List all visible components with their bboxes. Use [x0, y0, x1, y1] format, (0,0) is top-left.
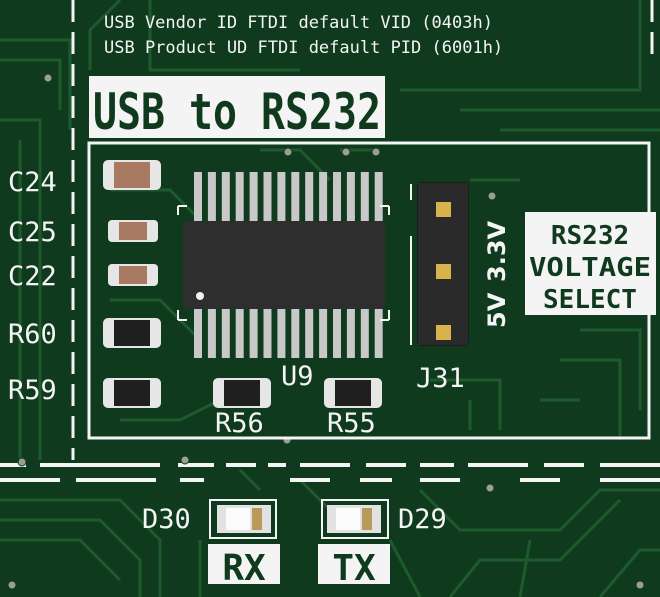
- ic-pin1-marker: [196, 292, 204, 300]
- rx-label-background: [208, 544, 280, 584]
- ic-pin: [374, 309, 383, 358]
- j31-pin-1: [436, 202, 451, 217]
- ic-pin: [291, 172, 300, 221]
- jumper-label-5v: 5V: [483, 292, 511, 328]
- j31-pin-2: [436, 264, 451, 279]
- ic-pin: [249, 172, 258, 221]
- voltage-select-background: [525, 212, 656, 315]
- ic-pin: [263, 309, 272, 358]
- product-id-note: USB Product UD FTDI default PID (6001h): [104, 38, 503, 58]
- voltage-select-line3: SELECT: [543, 285, 637, 315]
- jumper-label-3v3: 3.3V: [483, 220, 511, 282]
- ic-pin: [235, 172, 244, 221]
- ic-pin: [221, 309, 230, 358]
- ic-pin: [291, 309, 300, 358]
- ref-d30: D30: [142, 504, 191, 535]
- capacitor-c22: [108, 264, 158, 286]
- ic-pin: [194, 309, 202, 358]
- ic-pin: [207, 309, 216, 358]
- ic-pin: [319, 309, 328, 358]
- resistor-r60: [103, 318, 161, 348]
- ic-pin: [277, 172, 286, 221]
- capacitor-c25: [108, 220, 158, 242]
- rx-label: RX: [222, 548, 266, 589]
- ic-pin: [221, 172, 230, 221]
- resistor-r55: [324, 378, 382, 408]
- resistor-r59: [103, 378, 161, 408]
- ic-pin: [333, 172, 341, 221]
- ic-u9-body: [183, 221, 385, 309]
- ic-pin: [263, 172, 272, 221]
- ic-pin: [360, 172, 369, 221]
- vias: [7, 73, 645, 590]
- capacitor-c24: [103, 160, 161, 190]
- ic-pin: [194, 172, 202, 221]
- header-j31: [410, 182, 469, 346]
- led-d29: [321, 499, 389, 539]
- resistor-r56: [213, 378, 271, 408]
- voltage-select-line2: VOLTAGE: [529, 253, 651, 283]
- ref-c22: C22: [8, 261, 57, 292]
- led-d30: [209, 499, 277, 539]
- ic-pin: [235, 309, 244, 358]
- voltage-select-line1: RS232: [551, 221, 629, 251]
- ref-u9: U9: [281, 361, 314, 392]
- j31-pin-3: [436, 325, 451, 340]
- vendor-id-note: USB Vendor ID FTDI default VID (0403h): [104, 13, 493, 33]
- ref-r60: R60: [8, 319, 57, 350]
- ref-c24: C24: [8, 167, 57, 198]
- board-edge-line-horizontal: [0, 463, 660, 482]
- ic-pin: [333, 309, 341, 358]
- ic-pin: [346, 172, 355, 221]
- ic-pin: [249, 309, 258, 358]
- ref-d29: D29: [398, 504, 447, 535]
- tx-label-background: [318, 544, 390, 584]
- ref-r59: R59: [8, 375, 57, 406]
- ic-pin: [305, 309, 314, 358]
- ic-pin: [360, 309, 369, 358]
- ic-pin: [319, 172, 328, 221]
- section-title-background: [89, 76, 385, 138]
- ic-pin: [374, 172, 383, 221]
- ic-u9: [177, 172, 390, 358]
- ic-pin: [207, 172, 216, 221]
- ic-pin: [346, 309, 355, 358]
- tx-label: TX: [332, 548, 376, 589]
- ref-r55: R55: [327, 408, 376, 439]
- ic-pin: [277, 309, 286, 358]
- ref-c25: C25: [8, 217, 57, 248]
- section-title: USB to RS232: [93, 83, 381, 141]
- ic-pin: [305, 172, 314, 221]
- ref-r56: R56: [215, 408, 264, 439]
- ref-j31: J31: [416, 363, 465, 394]
